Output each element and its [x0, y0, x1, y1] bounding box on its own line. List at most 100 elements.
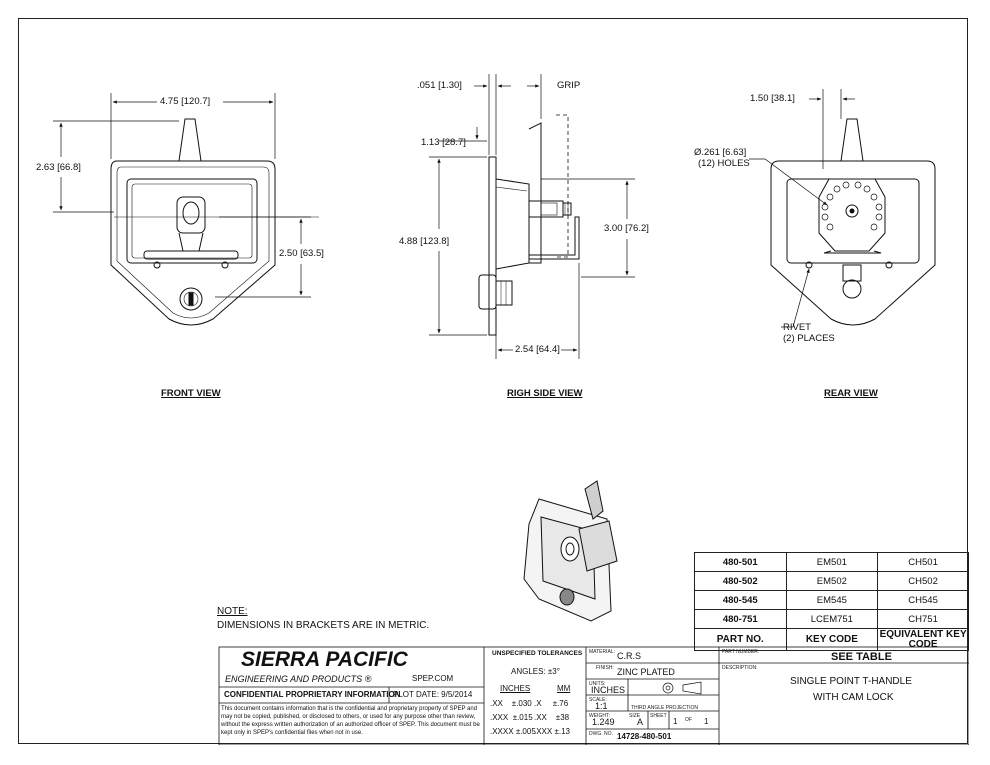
registered-mark: ® [364, 674, 372, 684]
sheet-value: 1 [673, 717, 678, 726]
description-line2: WITH CAM LOCK [813, 692, 894, 703]
projection-symbol-icon [662, 681, 702, 695]
front-handle-bar [143, 250, 239, 260]
side-handle [528, 122, 542, 264]
side-view-drawing [478, 114, 580, 336]
tolerance-mm-row: .XX ±38 [534, 713, 570, 722]
tolerance-angles: ANGLES: ±3° [511, 667, 560, 676]
dwg-label: DWG. NO. [589, 731, 613, 737]
part-no-cell: 480-751 [694, 609, 787, 629]
dim-side-depth: 2.54 [64.4] [515, 344, 560, 355]
front-key-lock [179, 287, 203, 311]
dim-side-offset: .051 [1.30] [417, 80, 462, 91]
side-shaft [528, 200, 564, 218]
key-code-cell: LCEM751 [785, 609, 879, 629]
units-value: INCHES [591, 685, 626, 695]
part-no-cell: 480-502 [694, 571, 787, 591]
tolerance-mm-label: MM [557, 684, 571, 693]
equivalent-key-cell: CH501 [877, 552, 969, 572]
weight-label: WEIGHT: [589, 713, 610, 719]
side-cam [529, 216, 580, 260]
note-title: NOTE: [217, 606, 248, 617]
company-name: SIERRA PACIFIC [241, 648, 408, 671]
legal-notice: This document contains information that … [221, 706, 480, 736]
key-code-cell: EM545 [785, 590, 879, 610]
company-website: SPEP.COM [412, 674, 454, 683]
side-pan [495, 178, 530, 270]
equivalent-key-cell: CH502 [877, 571, 969, 591]
equivalent-key-cell: CH545 [877, 590, 969, 610]
weight-value: 1.249 [592, 717, 615, 727]
drawing-canvas [53, 74, 969, 745]
finish-label: FINISH: [596, 665, 614, 671]
rear-key-lock [842, 279, 862, 299]
dim-holes-size: Ø.261 [6.63] [694, 147, 747, 158]
rear-view-drawing [770, 118, 936, 326]
table-header-row: PART NO. KEY CODE EQUIVALENT KEY CODE [694, 628, 969, 651]
side-key-lock [478, 274, 497, 310]
sheet-total: 1 [704, 717, 709, 726]
rear-rivet-right [885, 261, 893, 269]
dim-side-total: 4.88 [123.8] [399, 236, 450, 247]
table-row: 480-502 EM502 CH502 [694, 571, 969, 591]
front-pan [126, 178, 258, 264]
dim-grip: GRIP [557, 80, 581, 91]
tolerance-inch-row: .XXXX ±.005 [490, 727, 536, 736]
rear-flange-outline [770, 160, 936, 326]
parts-table: 480-501 EM501 CH501 480-502 EM502 CH502 … [694, 552, 969, 651]
front-cam [176, 196, 206, 234]
dim-holes-count: (12) HOLES [698, 158, 750, 169]
equivalent-key-cell: CH751 [877, 609, 969, 629]
dim-side-mid: 3.00 [76.2] [604, 223, 649, 234]
side-view-label: RIGH SIDE VIEW [507, 388, 583, 399]
size-value: A [637, 717, 644, 727]
note-text: DIMENSIONS IN BRACKETS ARE IN METRIC. [217, 620, 430, 631]
isometric-view [523, 480, 618, 622]
drawing-sheet: 4.75 [120.7] 2.63 [66.8] 2.50 [63.5] .05… [18, 18, 969, 745]
tolerance-mm-row: .XXX ±.13 [534, 727, 570, 736]
dim-rear-width: 1.50 [38.1] [750, 93, 795, 104]
front-flange-outline [110, 160, 276, 326]
part-no-cell: 480-545 [694, 590, 787, 610]
front-view-dimensions [53, 93, 311, 298]
header-key-code: KEY CODE [785, 628, 879, 651]
header-equivalent-key-code: EQUIVALENT KEY CODE [877, 628, 969, 651]
front-handle-tab [178, 118, 202, 162]
of-label: OF [685, 717, 692, 723]
sheet-label: SHEET [650, 713, 667, 719]
dwg-no: 14728-480-501 [617, 732, 672, 741]
dim-front-width: 4.75 [120.7] [160, 96, 211, 107]
dim-rivet-count: (2) PLACES [783, 333, 835, 344]
part-no-cell: 480-501 [694, 552, 787, 572]
key-code-cell: EM502 [785, 571, 879, 591]
description-label: DESCRIPTION: [722, 665, 758, 671]
front-view-drawing [110, 118, 319, 326]
projection-label: THIRD ANGLE PROJECTION [631, 705, 698, 711]
front-view-label: FRONT VIEW [161, 388, 221, 399]
size-label: SIZE [629, 713, 641, 719]
rear-view-label: REAR VIEW [824, 388, 878, 399]
side-flange [488, 156, 497, 336]
rear-pan [786, 178, 920, 264]
rear-cam-plate [818, 178, 886, 252]
rear-holes [821, 181, 883, 231]
tolerance-inch-row: .XXX ±.015 [490, 713, 533, 722]
finish-value: ZINC PLATED [617, 667, 675, 677]
tolerance-inches-label: INCHES [500, 684, 531, 693]
scale-value: 1:1 [595, 701, 608, 711]
dim-rivet: RIVET [783, 322, 811, 333]
units-label: UNITS: [589, 681, 606, 687]
dim-front-height-top: 2.63 [66.8] [36, 162, 81, 173]
rear-rivet-left [805, 261, 813, 269]
header-part-no: PART NO. [694, 628, 787, 651]
scale-label: SCALE: [589, 697, 607, 703]
confidential-label: CONFIDENTIAL PROPRIETARY INFORMATION [224, 690, 401, 699]
rear-view-dimensions [749, 89, 855, 328]
title-block-lines [218, 646, 969, 745]
table-row: 480-501 EM501 CH501 [694, 552, 969, 572]
tolerance-inch-row: .XX ±.030 [490, 699, 532, 708]
plot-date: PLOT DATE: 9/5/2014 [393, 690, 473, 699]
description-line1: SINGLE POINT T-HANDLE [790, 676, 912, 687]
key-code-cell: EM501 [785, 552, 879, 572]
tolerance-mm-row: .X ±.76 [534, 699, 569, 708]
